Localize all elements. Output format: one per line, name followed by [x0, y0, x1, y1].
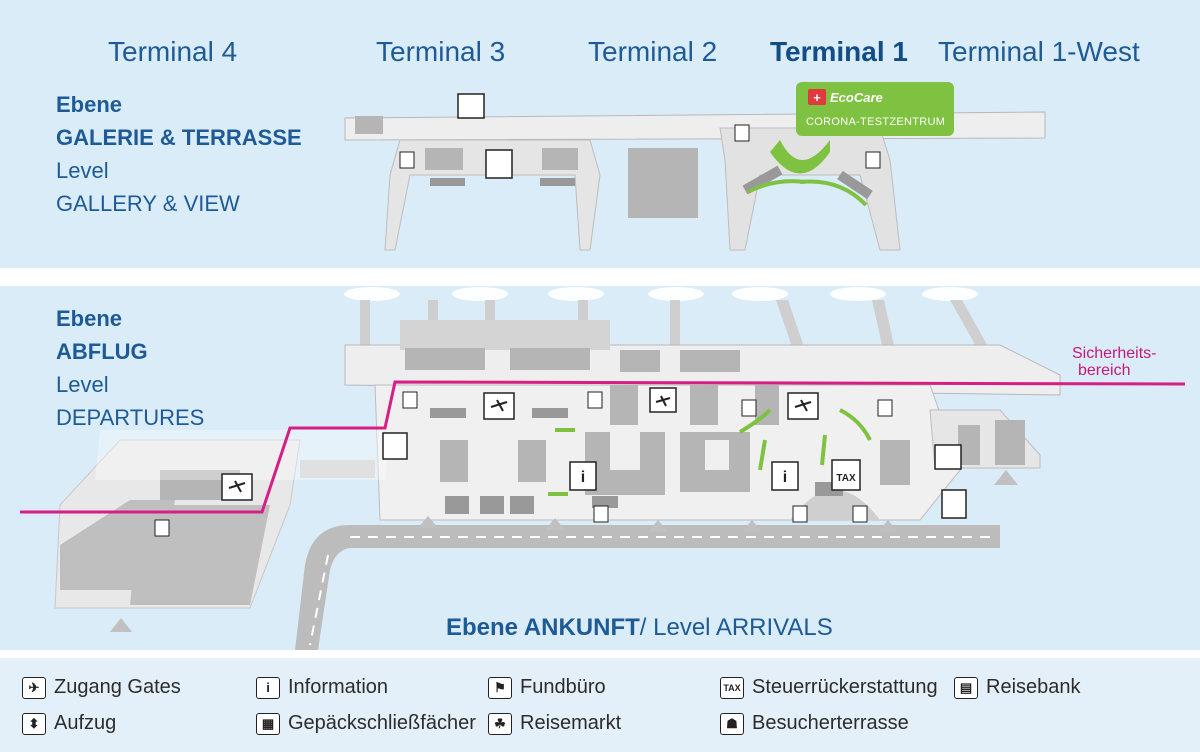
terminal-1-label: Terminal 1	[770, 36, 908, 67]
plane-icon	[483, 392, 515, 420]
security-line2: bereich	[1078, 362, 1131, 379]
terminal-1-west-label: Terminal 1-West	[938, 36, 1140, 67]
elevator-icon: ⬍	[22, 712, 46, 735]
visitor-terrace-icon: ☗	[720, 712, 744, 735]
info-icon	[569, 461, 597, 491]
locker-icon: ▦	[256, 712, 280, 735]
legend-panel	[0, 658, 1200, 752]
travel-bank-icon	[382, 432, 408, 460]
ecocare-test-center-callout[interactable]: + EcoCare CORONA-TESTZENTRUM	[796, 82, 954, 136]
gallery-de-prefix: Ebene	[56, 92, 123, 117]
elevator-icon	[741, 399, 757, 417]
legend-label: Information	[288, 676, 389, 698]
arrivals-de: Ebene ANKUNFT	[446, 614, 640, 641]
locker-icon	[934, 444, 962, 470]
arrivals-separator: /	[639, 614, 647, 641]
legend-label: Gepäckschließfächer	[288, 712, 476, 734]
legend-item-lost-found: ⚑ Fundbüro	[488, 676, 606, 699]
palm-icon: ☘	[488, 712, 512, 735]
departures-floor-plan: i i TAX	[20, 287, 1186, 650]
visitor-terrace-icon	[457, 93, 485, 119]
legend-item-elevator: ⬍ Aufzug	[22, 712, 116, 735]
gallery-en-prefix: Level	[56, 158, 109, 183]
gallery-level-label: Ebene GALERIE & TERRASSE Level GALLERY &…	[56, 88, 302, 220]
elevator-icon	[865, 151, 881, 169]
legend-item-gates: ✈ Zugang Gates	[22, 676, 181, 699]
elevator-icon	[792, 505, 808, 523]
medical-cross-icon: +	[808, 89, 826, 105]
arrivals-en: Level ARRIVALS	[646, 614, 833, 641]
info-icon: i	[256, 676, 280, 699]
security-line1: Sicherheits-	[1072, 345, 1157, 362]
plane-icon	[787, 392, 819, 420]
legend-item-tax-refund: TAX Steuerrückerstattung	[720, 676, 938, 699]
tax-icon	[831, 459, 861, 491]
elevator-icon	[877, 399, 893, 417]
lost-found-icon	[941, 489, 967, 519]
plane-icon	[649, 387, 677, 413]
elevator-icon	[402, 391, 418, 409]
terminal-2-label: Terminal 2	[588, 36, 718, 67]
gallery-de-name: GALERIE & TERRASSE	[56, 125, 302, 150]
elevator-icon	[154, 519, 170, 537]
info-icon	[771, 461, 799, 491]
legend-label: Fundbüro	[520, 676, 606, 698]
legend-item-visitor-terrace: ☗ Besucherterrasse	[720, 712, 909, 735]
legend-item-lockers: ▦ Gepäckschließfächer	[256, 712, 476, 735]
palm-icon	[485, 149, 513, 179]
plane-icon	[221, 473, 253, 501]
elevator-icon	[593, 505, 609, 523]
legend-label: Reisebank	[986, 676, 1081, 698]
elevator-icon	[399, 151, 415, 169]
svg-text:TAX: TAX	[836, 473, 856, 484]
departures-level-label: Ebene ABFLUG Level DEPARTURES	[56, 302, 204, 434]
terminal-3-label: Terminal 3	[376, 36, 506, 67]
legend-item-travel-market: ☘ Reisemarkt	[488, 712, 621, 735]
gallery-en-name: GALLERY & VIEW	[56, 191, 240, 216]
ecocare-brand: EcoCare	[830, 90, 883, 105]
arrivals-level-label: Ebene ANKUNFT/ Level ARRIVALS	[446, 614, 833, 642]
departures-de-prefix: Ebene	[56, 306, 123, 331]
elevator-icon	[734, 124, 750, 142]
departures-en-name: DEPARTURES	[56, 405, 205, 430]
legend-label: Zugang Gates	[54, 676, 181, 698]
legend-label: Steuerrückerstattung	[752, 676, 938, 698]
legend-label: Reisemarkt	[520, 712, 622, 734]
legend-label: Aufzug	[54, 712, 117, 734]
svg-text:i: i	[581, 469, 585, 486]
elevator-icon	[587, 391, 603, 409]
legend-item-information: i Information	[256, 676, 388, 699]
tax-icon: TAX	[720, 676, 744, 699]
legend-label: Besucherterrasse	[752, 712, 909, 734]
svg-text:i: i	[783, 469, 787, 486]
ecocare-subtitle: CORONA-TESTZENTRUM	[806, 116, 946, 128]
elevator-icon	[852, 505, 868, 523]
plane-icon: ✈	[22, 676, 46, 699]
departures-en-prefix: Level	[56, 372, 109, 397]
legend-item-travel-bank: ▤ Reisebank	[954, 676, 1081, 699]
terminal-4-label: Terminal 4	[108, 36, 238, 67]
lost-found-icon: ⚑	[488, 676, 512, 699]
travel-bank-icon: ▤	[954, 676, 978, 699]
security-area-label: Sicherheits- bereich	[1072, 345, 1156, 379]
departures-de-name: ABFLUG	[56, 339, 148, 364]
